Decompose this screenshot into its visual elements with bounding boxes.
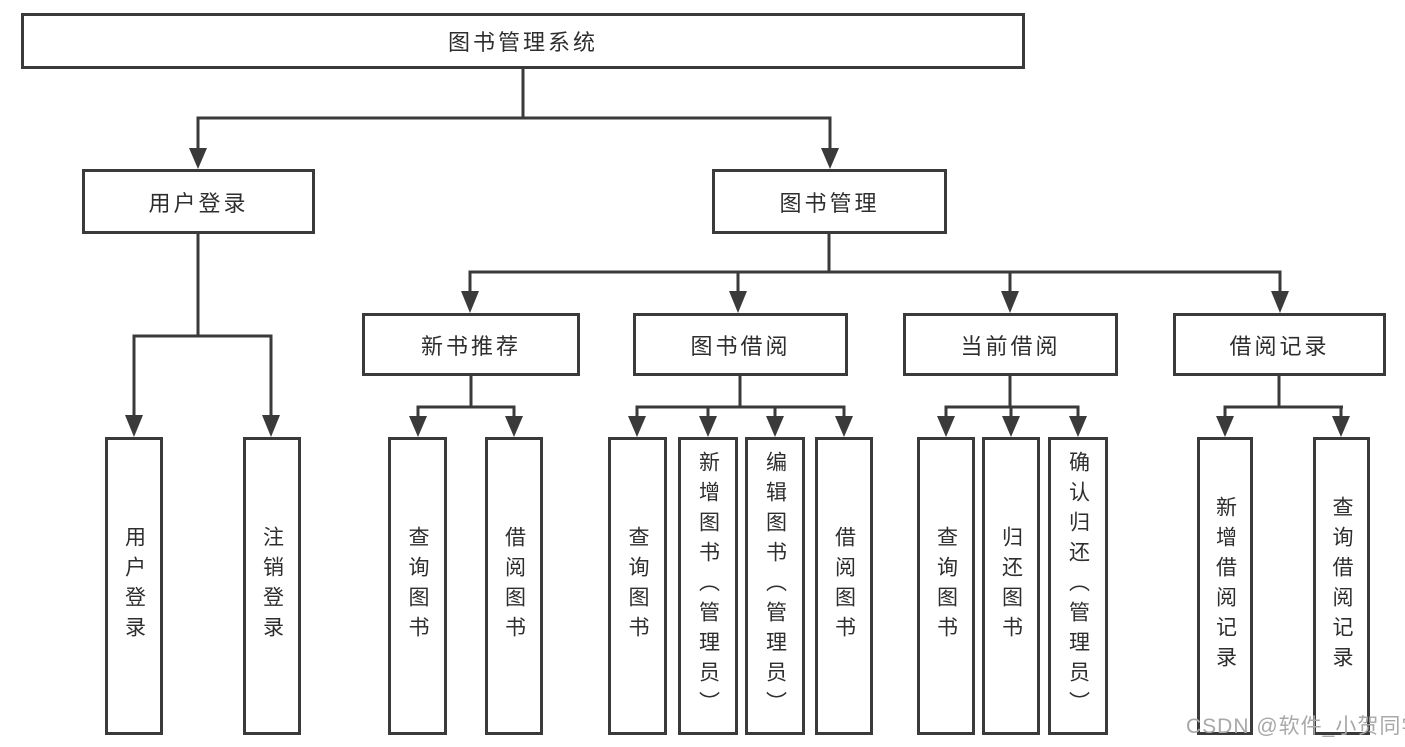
leaf-confirm-return-admin: 确认归还（管理员） xyxy=(1048,437,1108,735)
node-user-login-label: 用户登录 xyxy=(148,190,249,216)
node-current-borrow: 当前借阅 xyxy=(903,313,1118,376)
leaf-confirm-return-admin-label: 确认归还（管理员） xyxy=(1066,451,1090,721)
leaf-borrow-books-recommend-label: 借阅图书 xyxy=(502,526,526,646)
node-book-management: 图书管理 xyxy=(712,169,947,234)
node-library-system-label: 图书管理系统 xyxy=(447,30,598,55)
leaf-query-books-recommend: 查询图书 xyxy=(388,437,447,735)
leaf-add-borrow-record-label: 新增借阅记录 xyxy=(1213,496,1237,676)
leaf-query-books-borrow: 查询图书 xyxy=(608,437,667,735)
leaf-query-books-current: 查询图书 xyxy=(917,437,975,735)
node-book-management-label: 图书管理 xyxy=(779,190,880,216)
node-borrow-records: 借阅记录 xyxy=(1173,313,1386,376)
node-library-system: 图书管理系统 xyxy=(21,13,1025,69)
leaf-query-books-borrow-label: 查询图书 xyxy=(626,526,649,646)
leaf-edit-book-admin: 编辑图书（管理员） xyxy=(745,437,805,735)
leaf-add-borrow-record: 新增借阅记录 xyxy=(1197,437,1253,735)
leaf-query-books-recommend-label: 查询图书 xyxy=(406,526,429,646)
leaf-return-book-label: 归还图书 xyxy=(999,526,1023,646)
leaf-borrow-books-recommend: 借阅图书 xyxy=(485,437,543,735)
leaf-edit-book-admin-label: 编辑图书（管理员） xyxy=(763,451,787,721)
leaf-query-borrow-record-label: 查询借阅记录 xyxy=(1330,496,1353,676)
leaf-add-book-admin: 新增图书（管理员） xyxy=(678,437,738,735)
csdn-watermark: CSDN @软件_小贺同学 xyxy=(1186,715,1405,738)
leaf-return-book: 归还图书 xyxy=(982,437,1040,735)
leaf-user-login-label: 用户登录 xyxy=(122,526,146,646)
leaf-logout: 注销登录 xyxy=(243,437,301,735)
node-borrow-records-label: 借阅记录 xyxy=(1229,333,1330,359)
leaf-user-login: 用户登录 xyxy=(105,437,163,735)
leaf-logout-label: 注销登录 xyxy=(260,526,284,646)
node-book-borrow: 图书借阅 xyxy=(633,313,848,376)
leaf-add-book-admin-label: 新增图书（管理员） xyxy=(696,451,720,721)
node-new-book-recommend: 新书推荐 xyxy=(362,313,580,376)
node-book-borrow-label: 图书借阅 xyxy=(690,333,791,359)
node-current-borrow-label: 当前借阅 xyxy=(960,333,1061,359)
leaf-query-books-current-label: 查询图书 xyxy=(934,526,958,646)
leaf-query-borrow-record: 查询借阅记录 xyxy=(1313,437,1370,735)
node-new-book-recommend-label: 新书推荐 xyxy=(420,333,521,359)
leaf-borrow-books: 借阅图书 xyxy=(815,437,873,735)
leaf-borrow-books-label: 借阅图书 xyxy=(832,526,856,646)
node-user-login: 用户登录 xyxy=(82,169,315,234)
